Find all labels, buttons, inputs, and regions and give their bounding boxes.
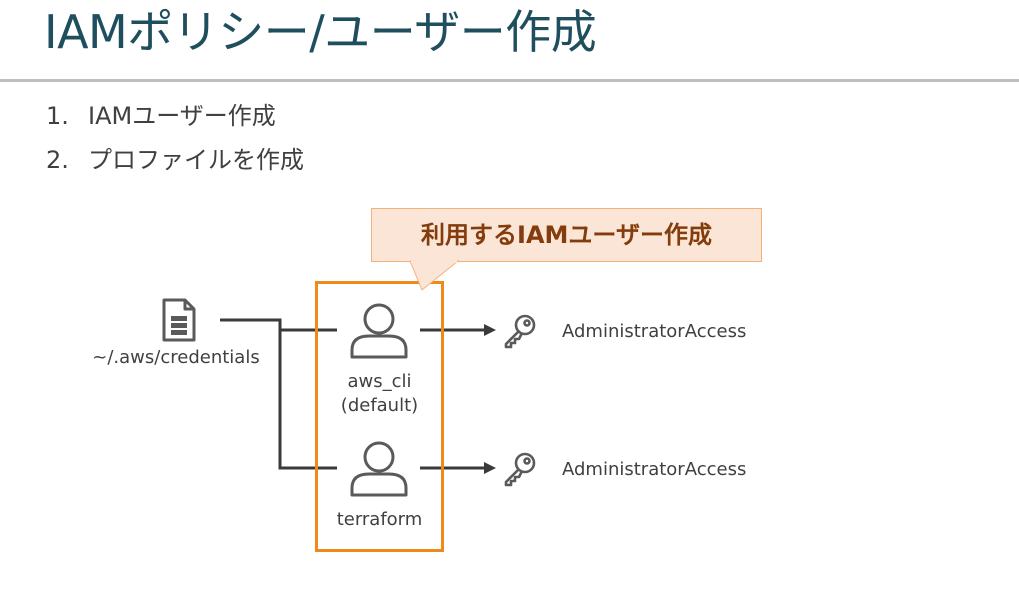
steps-list: 1. IAMユーザー作成 2. プロファイルを作成 [46, 96, 304, 184]
arrowhead-policy2 [484, 462, 496, 474]
credentials-file-icon [162, 298, 196, 342]
step-number: 2. [46, 146, 69, 174]
step-item: 2. プロファイルを作成 [46, 140, 304, 184]
connector-file-to-user2 [278, 330, 337, 470]
connector-file-to-user1 [220, 318, 337, 332]
user-name-line: (default) [340, 395, 419, 416]
slide-title: IAMポリシー/ユーザー作成 [44, 5, 597, 59]
step-text: プロファイルを作成 [88, 146, 304, 174]
callout-box: 利用するIAMユーザー作成 [371, 208, 762, 262]
users-highlight-box [315, 281, 444, 552]
arrowhead-policy1 [484, 324, 496, 336]
credentials-file-label: ~/.aws/credentials [92, 347, 260, 368]
step-text: IAMユーザー作成 [88, 102, 276, 130]
callout-tail [410, 260, 460, 291]
user-name-aws-cli: aws_cli (default) [318, 370, 441, 418]
user-name-line: terraform [336, 509, 423, 530]
key-icon [504, 452, 536, 487]
policy-label: AdministratorAccess [562, 321, 747, 342]
key-icon [504, 314, 536, 349]
user-icon [350, 441, 408, 497]
policy-label: AdministratorAccess [562, 459, 747, 480]
step-number: 1. [46, 102, 69, 130]
user-name-line: aws_cli [347, 371, 412, 392]
user-name-terraform: terraform [318, 508, 441, 532]
title-divider [0, 79, 1019, 82]
user-icon [350, 303, 408, 359]
step-item: 1. IAMユーザー作成 [46, 96, 304, 140]
